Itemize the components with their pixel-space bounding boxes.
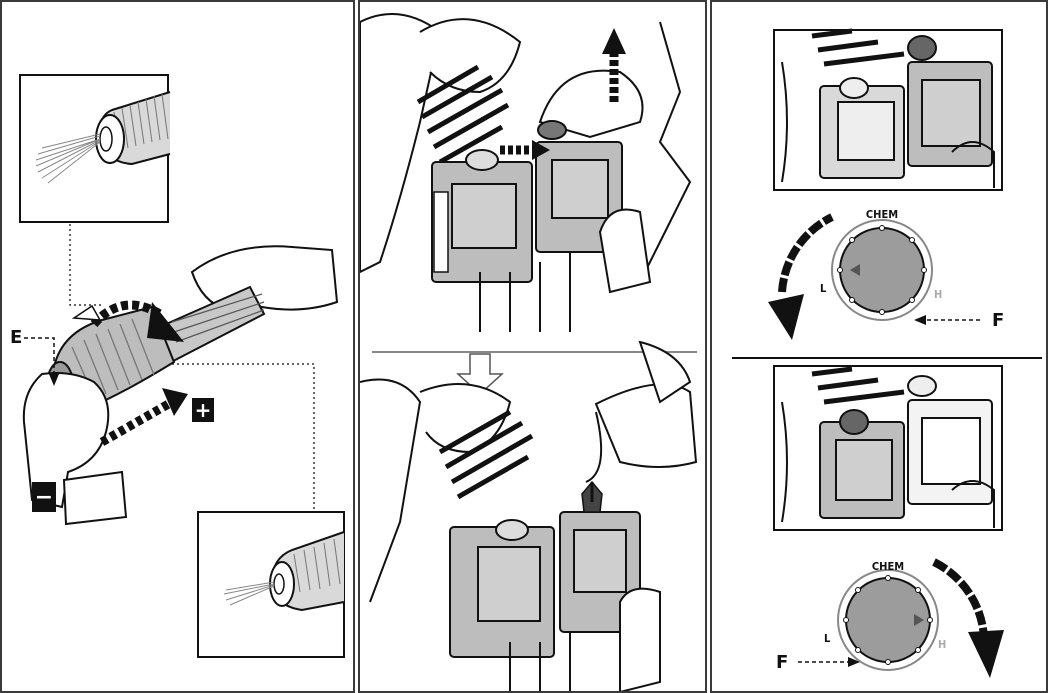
dial-bottom-chem-label: CHEM	[872, 560, 904, 573]
dial-top-l-label: L	[820, 282, 827, 295]
detergent-tank-illustration	[360, 2, 707, 693]
inset-tank-right-selected	[774, 30, 1002, 190]
plus-sign-icon: +	[192, 398, 214, 422]
chem-dial-bottom[interactable]: CHEM L H F	[776, 560, 1004, 678]
inset-tank-left-selected	[774, 366, 1002, 530]
dial-top-callout-f: F	[992, 310, 1004, 331]
dial-top-h-label: H	[934, 288, 942, 301]
callout-e: E	[10, 327, 22, 348]
dial-bottom-callout-f: F	[776, 652, 788, 673]
minus-sign-icon: −	[32, 482, 56, 512]
dial-top-chem-label: CHEM	[866, 208, 898, 221]
chemical-dial-illustration: CHEM L H F CHEM L H F	[712, 2, 1048, 693]
svg-text:+: +	[195, 398, 212, 422]
panel-nozzle-adjustment: E + −	[0, 0, 355, 693]
panel-detergent-tank-fill	[358, 0, 707, 693]
hand-with-lance	[24, 246, 337, 524]
inset-narrow-jet	[198, 512, 344, 657]
inset-wide-spray	[20, 75, 170, 222]
svg-text:−: −	[35, 485, 53, 510]
panel-chemical-dial-setting: CHEM L H F CHEM L H F	[710, 0, 1048, 693]
dial-bottom-h-label: H	[938, 638, 946, 651]
chem-dial-top[interactable]: CHEM L H F	[768, 208, 1004, 340]
tank-removal-scene	[360, 14, 690, 332]
dial-bottom-l-label: L	[824, 632, 831, 645]
tank-refill-scene	[360, 342, 696, 692]
nozzle-adjustment-illustration: E + −	[2, 2, 355, 693]
